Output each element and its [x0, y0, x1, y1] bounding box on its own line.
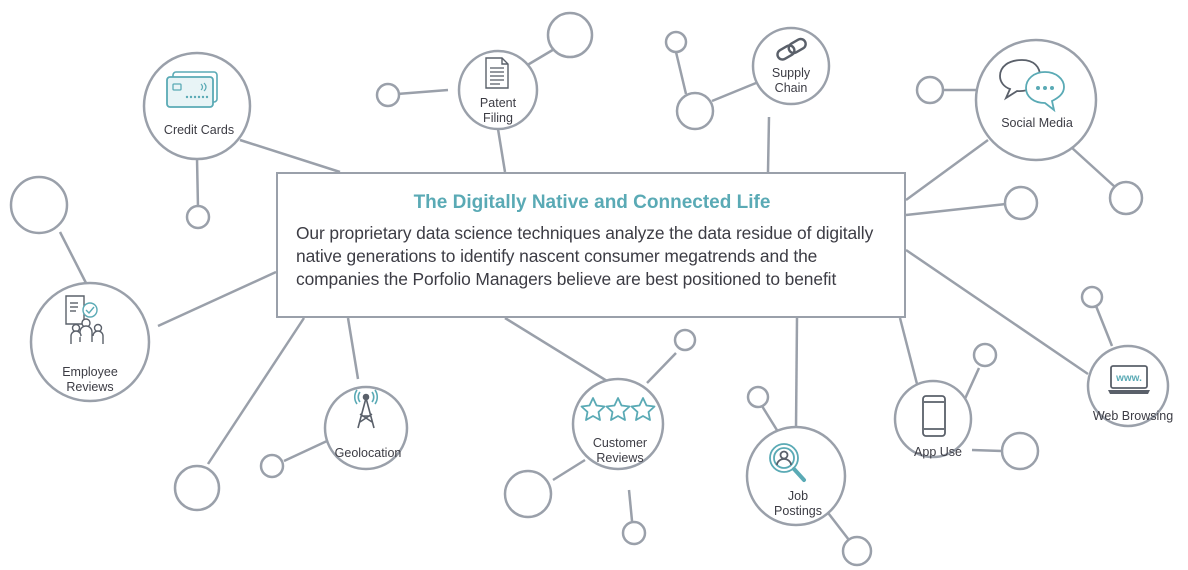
magnifier-person-icon [769, 443, 806, 482]
people-review-icon [65, 295, 104, 344]
node-small [675, 91, 715, 131]
chat-bubbles-icon [999, 59, 1065, 113]
credit-card-icon [166, 71, 218, 108]
node-geolocation [323, 385, 409, 471]
connector [646, 352, 677, 384]
connector [905, 248, 1089, 376]
connector [1094, 305, 1114, 347]
node-patent-filing [457, 49, 539, 131]
connector [58, 231, 88, 284]
label-line: Reviews [66, 380, 114, 394]
label-line: Job [787, 489, 809, 503]
connector [206, 317, 306, 465]
connector-lines [58, 46, 1116, 541]
connector [674, 51, 688, 95]
app-use-label: App Use [914, 445, 962, 459]
node-small [1108, 180, 1144, 216]
label-line: Postings [774, 504, 822, 518]
connector [396, 88, 449, 96]
connector [766, 116, 771, 173]
description-line: native generations to identify nascent c… [296, 246, 818, 266]
description-line: companies the Porfolio Managers believe … [296, 269, 837, 289]
label-line: Patent [479, 96, 517, 110]
customer-reviews-label: Customer Reviews [593, 436, 647, 466]
node-supply-chain [751, 26, 831, 106]
central-description-box: The Digitally Native and Connected Life … [276, 172, 906, 318]
label-line: Chain [774, 81, 808, 95]
supply-chain-label: Supply Chain [772, 66, 810, 96]
social-media-label: Social Media [1001, 116, 1073, 130]
description-line: Our proprietary data science techniques … [296, 223, 874, 243]
connector [346, 317, 360, 380]
label-line: Reviews [596, 451, 644, 465]
patent-filing-label: Patent Filing [480, 96, 516, 126]
connector [794, 317, 799, 430]
laptop-www-icon: www. [1108, 365, 1150, 394]
geolocation-label: Geolocation [334, 446, 402, 460]
connector [157, 270, 277, 328]
node-small [746, 385, 770, 409]
connector [905, 138, 989, 202]
central-title: The Digitally Native and Connected Life [413, 192, 771, 213]
label-line: Filing [483, 111, 513, 125]
stars-icon [580, 397, 656, 421]
document-icon [485, 57, 509, 89]
node-small [673, 328, 697, 352]
network-nodes [9, 11, 1170, 567]
node-small [375, 82, 401, 108]
job-postings-label: Job Postings [774, 489, 822, 519]
chain-link-icon [776, 37, 807, 61]
node-small [621, 520, 647, 546]
employee-reviews-label: Employee Reviews [62, 365, 118, 395]
node-small [185, 204, 211, 230]
label-line: Employee [62, 365, 118, 379]
node-small [664, 30, 688, 54]
node-small [259, 453, 285, 479]
node-small [503, 469, 553, 519]
connector [962, 367, 981, 402]
credit-cards-label: Credit Cards [163, 123, 235, 137]
smartphone-icon [922, 395, 946, 437]
node-small [972, 342, 998, 368]
node-small [915, 75, 945, 105]
web-browsing-label: Web Browsing [1092, 409, 1174, 423]
node-small [841, 535, 873, 567]
connector [283, 439, 328, 463]
connector [898, 317, 919, 385]
node-small [1080, 285, 1104, 309]
label-line: Customer [592, 436, 648, 450]
web-browsing-screen-text: www. [1115, 373, 1142, 384]
connector [552, 458, 586, 482]
node-small [173, 464, 221, 512]
connector [1070, 146, 1116, 188]
node-small [546, 11, 594, 59]
connector [239, 138, 341, 174]
node-small [9, 175, 69, 235]
central-description: Our proprietary data science techniques … [296, 222, 888, 291]
node-small [1000, 431, 1040, 471]
connector [504, 316, 608, 383]
connector [195, 157, 200, 209]
connector [496, 128, 507, 173]
label-line: Supply [771, 66, 811, 80]
signal-tower-icon [353, 389, 379, 429]
node-small [1003, 185, 1039, 221]
connector [905, 202, 1007, 217]
connector [711, 81, 757, 103]
connector [971, 448, 1003, 453]
